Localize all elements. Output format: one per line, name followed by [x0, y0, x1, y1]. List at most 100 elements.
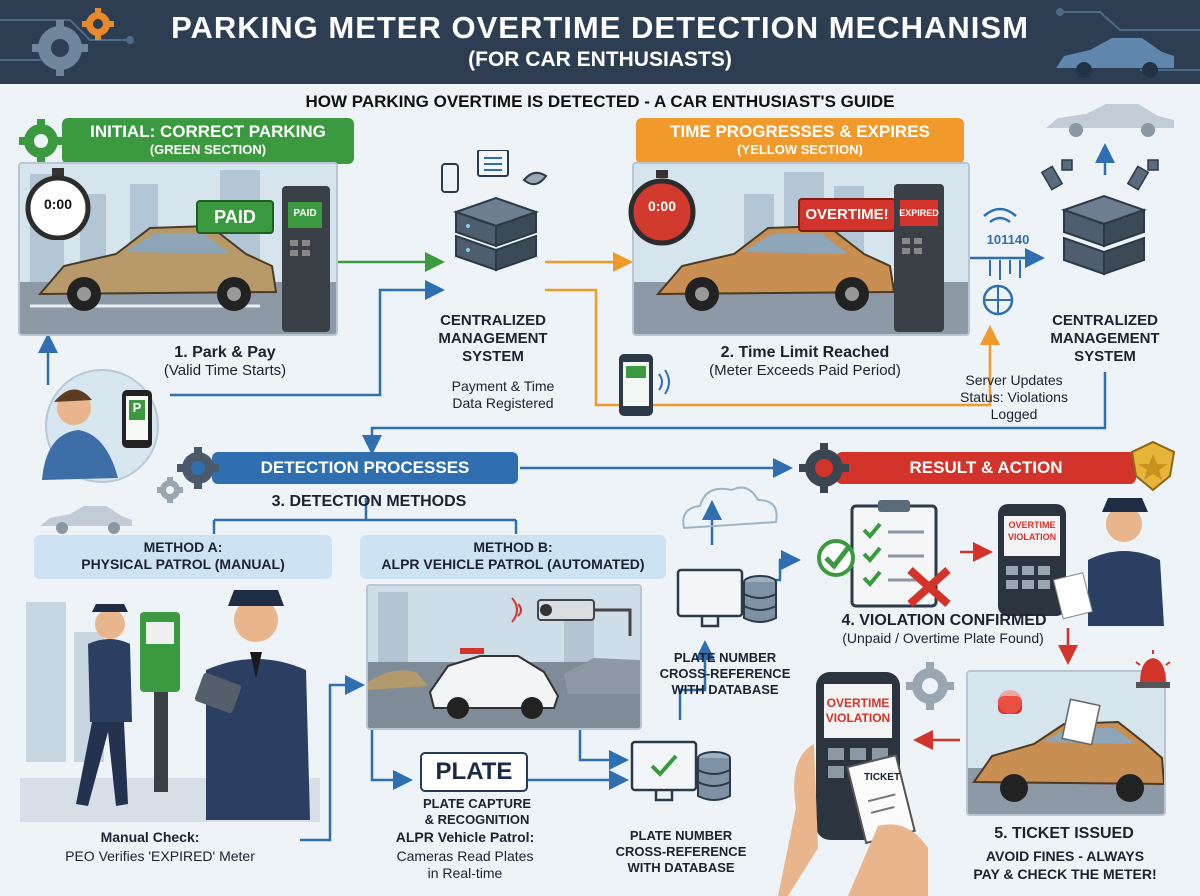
manual-check-title: Manual Check: — [100, 829, 200, 845]
binary-readout: 101140 — [986, 232, 1030, 247]
method-b-box: METHOD B: ALPR VEHICLE PATROL (AUTOMATED… — [360, 535, 666, 579]
satellite-dish-icon — [522, 171, 548, 186]
parking-meter-icon — [282, 186, 330, 332]
detection-banner: DETECTION PROCESSES — [212, 452, 518, 484]
step1-desc: (Valid Time Starts) — [163, 362, 287, 379]
xref-upper-graphic — [676, 486, 778, 628]
step4-desc: (Unpaid / Overtime Plate Found) — [842, 630, 1044, 646]
phone-icon — [441, 163, 459, 193]
cms2-title-line1: CENTRALIZED — [1052, 312, 1158, 329]
cms1-title-line2: MANAGEMENT — [438, 330, 548, 347]
meter-screen-paid: PAID — [293, 208, 317, 219]
satellite-icon — [1040, 159, 1159, 191]
step5-title: 5. TICKET ISSUED — [994, 825, 1134, 842]
result-banner: RESULT & ACTION — [836, 452, 1136, 484]
gear-icon — [32, 8, 114, 76]
advice-line1: AVOID FINES - ALWAYS — [985, 848, 1145, 864]
alpr-scene — [366, 584, 642, 730]
step4-title: 4. VIOLATION CONFIRMED — [841, 612, 1047, 629]
method-b-name: ALPR VEHICLE PATROL (AUTOMATED) — [381, 556, 645, 572]
initial-banner-title: INITIAL: CORRECT PARKING — [90, 122, 326, 141]
ticket-label: TICKET — [863, 772, 901, 783]
handheld-ticket-device — [778, 672, 928, 896]
handheld-violation-line1: OVERTIME — [826, 696, 890, 710]
database-icon — [743, 575, 777, 623]
capture-line2: & RECOGNITION — [424, 812, 530, 827]
alpr-desc-line2: in Real-time — [427, 865, 503, 881]
gear-icon — [799, 443, 849, 493]
stopwatch-icon — [25, 168, 91, 240]
page-title: PARKING METER OVERTIME DETECTION MECHANI… — [171, 10, 1029, 45]
paid-sign: PAID — [196, 200, 274, 234]
gear-icon — [19, 119, 63, 163]
gear-icon — [906, 662, 954, 710]
xref-lower-line1: PLATE NUMBER — [629, 828, 733, 843]
gear-icon — [177, 447, 219, 489]
method-a-name: PHYSICAL PATROL (MANUAL) — [81, 556, 285, 572]
xref-upper-line3: WITH DATABASE — [671, 682, 779, 697]
cms2-title-line2: MANAGEMENT — [1050, 330, 1160, 347]
network-transfer — [982, 207, 1021, 316]
car-silhouette-icon — [1056, 38, 1174, 78]
device-violation-line1: OVERTIME — [1008, 520, 1056, 530]
alpr-desc-line1: Cameras Read Plates — [396, 848, 534, 864]
detection-methods-title: 3. DETECTION METHODS — [271, 493, 467, 510]
parking-meter-icon — [894, 184, 944, 332]
server-stack — [1040, 159, 1159, 276]
step2-title: 2. Time Limit Reached — [720, 344, 890, 361]
alpr-title: ALPR Vehicle Patrol: — [395, 829, 535, 845]
officer-with-handheld — [998, 498, 1164, 626]
database-icon — [697, 751, 731, 801]
meter-screen-expired: EXPIRED — [899, 208, 939, 218]
person-paying-with-phone — [42, 369, 159, 483]
manual-check-desc: PEO Verifies 'EXPIRED' Meter — [65, 848, 255, 864]
cms2-desc-line1: Server Updates — [965, 372, 1063, 388]
gear-icon — [157, 477, 183, 503]
siren-icon — [1135, 650, 1171, 688]
cms1-title-line3: SYSTEM — [462, 348, 524, 365]
capture-line1: PLATE CAPTURE — [422, 796, 532, 811]
stopwatch-icon — [628, 170, 696, 246]
monitor-icon — [676, 568, 744, 628]
cms2-title-line3: SYSTEM — [1074, 348, 1136, 365]
ticketed-car — [968, 672, 1164, 814]
car-silhouette-icon — [1046, 104, 1174, 137]
plate-graphic: PLATE — [420, 752, 528, 792]
phone-parking-badge: P — [132, 400, 142, 415]
header-bar — [0, 0, 1200, 84]
monitor-icon — [477, 150, 509, 177]
handheld-violation-line2: VIOLATION — [825, 711, 891, 725]
xref-lower-graphic — [630, 740, 731, 802]
step1-title: 1. Park & Pay — [174, 344, 276, 361]
step2-desc: (Meter Exceeds Paid Period) — [709, 362, 901, 379]
xref-upper-line2: CROSS-REFERENCE — [659, 666, 791, 681]
globe-icon — [982, 284, 1014, 316]
car-silhouette-icon — [40, 506, 132, 534]
ticketed-car-scene — [966, 670, 1166, 816]
initial-banner-section: (GREEN SECTION) — [149, 142, 267, 157]
cms2-desc-line3: Logged — [990, 406, 1038, 422]
cms1-desc-line1: Payment & Time — [451, 378, 555, 394]
phone-icon — [619, 354, 670, 416]
page-subtitle: (FOR CAR ENTHUSIASTS) — [468, 48, 732, 71]
expires-banner-section: (YELLOW SECTION) — [737, 142, 863, 157]
xref-upper-line1: PLATE NUMBER — [673, 650, 777, 665]
clipboard-checklist-icon — [817, 500, 951, 608]
xref-lower-line3: WITH DATABASE — [627, 860, 735, 875]
police-badge-icon — [1130, 440, 1176, 492]
initial-timer: 0:00 — [43, 196, 73, 212]
camera-icon — [537, 599, 632, 636]
cms1-title-line1: CENTRALIZED — [440, 312, 546, 329]
cms1-desc-line2: Data Registered — [452, 395, 554, 411]
manual-patrol-scene — [20, 590, 320, 822]
method-b-label: METHOD B: — [473, 539, 553, 555]
monitor-icon — [630, 740, 698, 802]
wifi-icon — [983, 207, 1017, 224]
cms2-desc-line2: Status: Violations — [960, 389, 1068, 405]
initial-banner: INITIAL: CORRECT PARKING (GREEN SECTION) — [62, 118, 354, 164]
guide-title: HOW PARKING OVERTIME IS DETECTED - A CAR… — [305, 92, 895, 111]
xref-lower-line2: CROSS-REFERENCE — [615, 844, 747, 859]
alpr-patrol-scene — [368, 586, 640, 728]
cloud-icon — [682, 486, 778, 530]
